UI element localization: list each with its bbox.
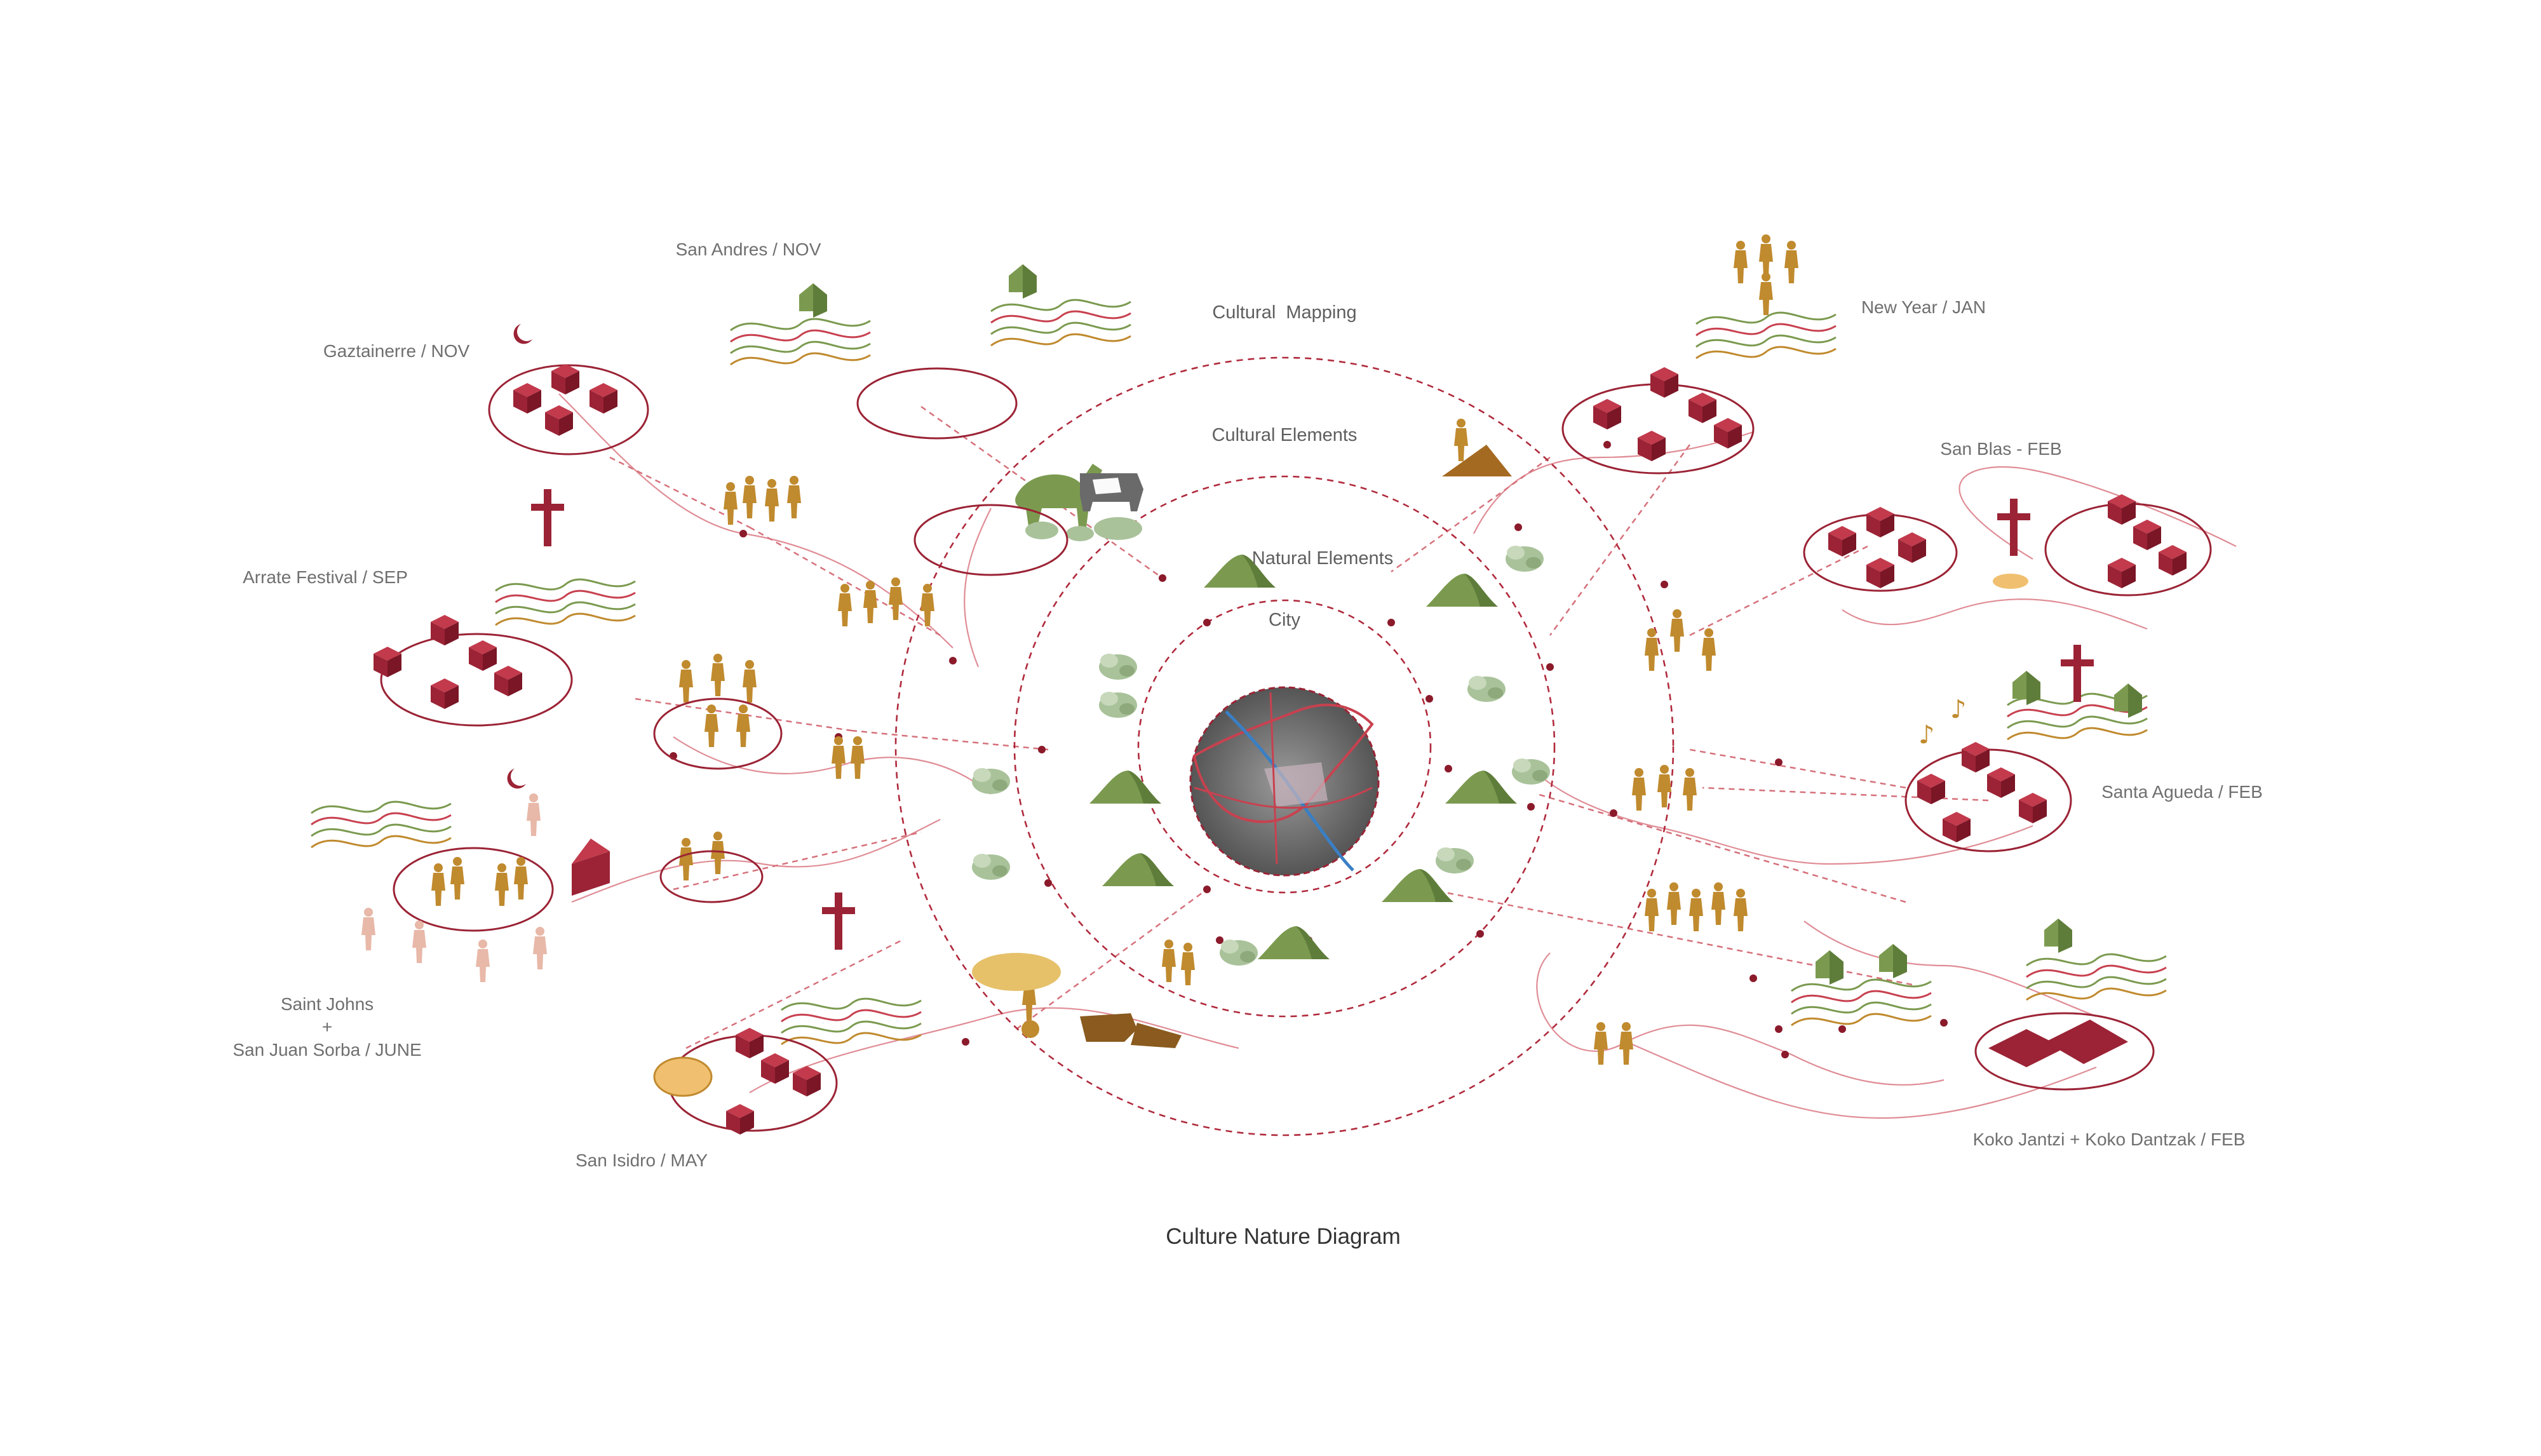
couple-icon [1594, 1022, 1633, 1065]
horse-icon [1015, 464, 1102, 530]
laborer-icon [1021, 978, 1039, 1038]
koko-vignette [1790, 919, 2167, 1091]
moon-icon [513, 324, 532, 344]
ring-cultural-mapping [894, 356, 1675, 1136]
santa-agueda-vignette: ♪ ♪ [1904, 645, 2148, 853]
cross-icon [822, 893, 855, 950]
label-koko: Koko Jantzi + Koko Dantzak / FEB [1973, 1129, 2246, 1149]
label-cultural-mapping: Cultural Mapping [1212, 302, 1356, 323]
dancers-group-icon [724, 476, 801, 525]
concentric-rings [894, 356, 1675, 1136]
goat-icon [1025, 522, 1094, 541]
pair-figures-icon [832, 736, 865, 779]
diagram-caption: Culture Nature Diagram [1166, 1224, 1401, 1249]
festivals-right: ♪ ♪ [1561, 234, 2212, 1091]
cross-icon [1997, 499, 2030, 556]
label-san-andres: San Andres / NOV [676, 239, 821, 259]
arrate-vignette [374, 489, 783, 770]
label-saint-johns: Saint Johns [281, 994, 374, 1014]
san-isidro-vignette [653, 893, 1061, 1135]
priests-icon [1645, 609, 1716, 671]
cow-icon [1080, 473, 1143, 511]
gaztainerre-vignette [488, 324, 649, 455]
ring-natural-elements [1137, 599, 1432, 894]
label-santa-agueda: Santa Agueda / FEB [2101, 782, 2263, 802]
cross-icon [531, 489, 564, 546]
ring-cultural-elements [1013, 475, 1556, 1018]
label-gaztainerre: Gaztainerre / NOV [323, 341, 470, 361]
label-new-year: New Year / JAN [1861, 297, 1986, 317]
label-city: City [1269, 610, 1300, 630]
saint-johns-vignette [310, 769, 764, 982]
workers-icon [679, 832, 725, 880]
label-saint-johns-plus: + [322, 1017, 332, 1037]
moon-icon [507, 769, 526, 789]
label-san-juan-sorba: San Juan Sorba / JUNE [233, 1040, 421, 1060]
san-blas-vignette [1803, 494, 2212, 597]
new-year-vignette [1561, 234, 1837, 475]
hiker-icon [1442, 419, 1512, 476]
festivals-left [310, 264, 1132, 1135]
pig-icon [1094, 517, 1142, 540]
label-natural-elements: Natural Elements [1252, 548, 1393, 569]
label-arrate: Arrate Festival / SEP [243, 567, 408, 587]
label-san-blas: San Blas - FEB [1940, 439, 2061, 459]
label-cultural-elements: Cultural Elements [1212, 425, 1358, 445]
label-san-isidro: San Isidro / MAY [576, 1150, 708, 1170]
city-map-circle [1189, 686, 1380, 877]
music-note-icon: ♪ [1950, 695, 1967, 724]
jumping-dancers-icon [679, 654, 757, 747]
tavern-group-icon [838, 577, 934, 626]
cultural-figures [679, 419, 1748, 1065]
musicians-icon [1632, 765, 1697, 811]
san-andres-vignette [729, 264, 1132, 576]
parade-group-icon [1645, 882, 1748, 931]
music-note-icon: ♪ [1918, 720, 1935, 750]
ox-plough-icon [1080, 940, 1195, 1048]
